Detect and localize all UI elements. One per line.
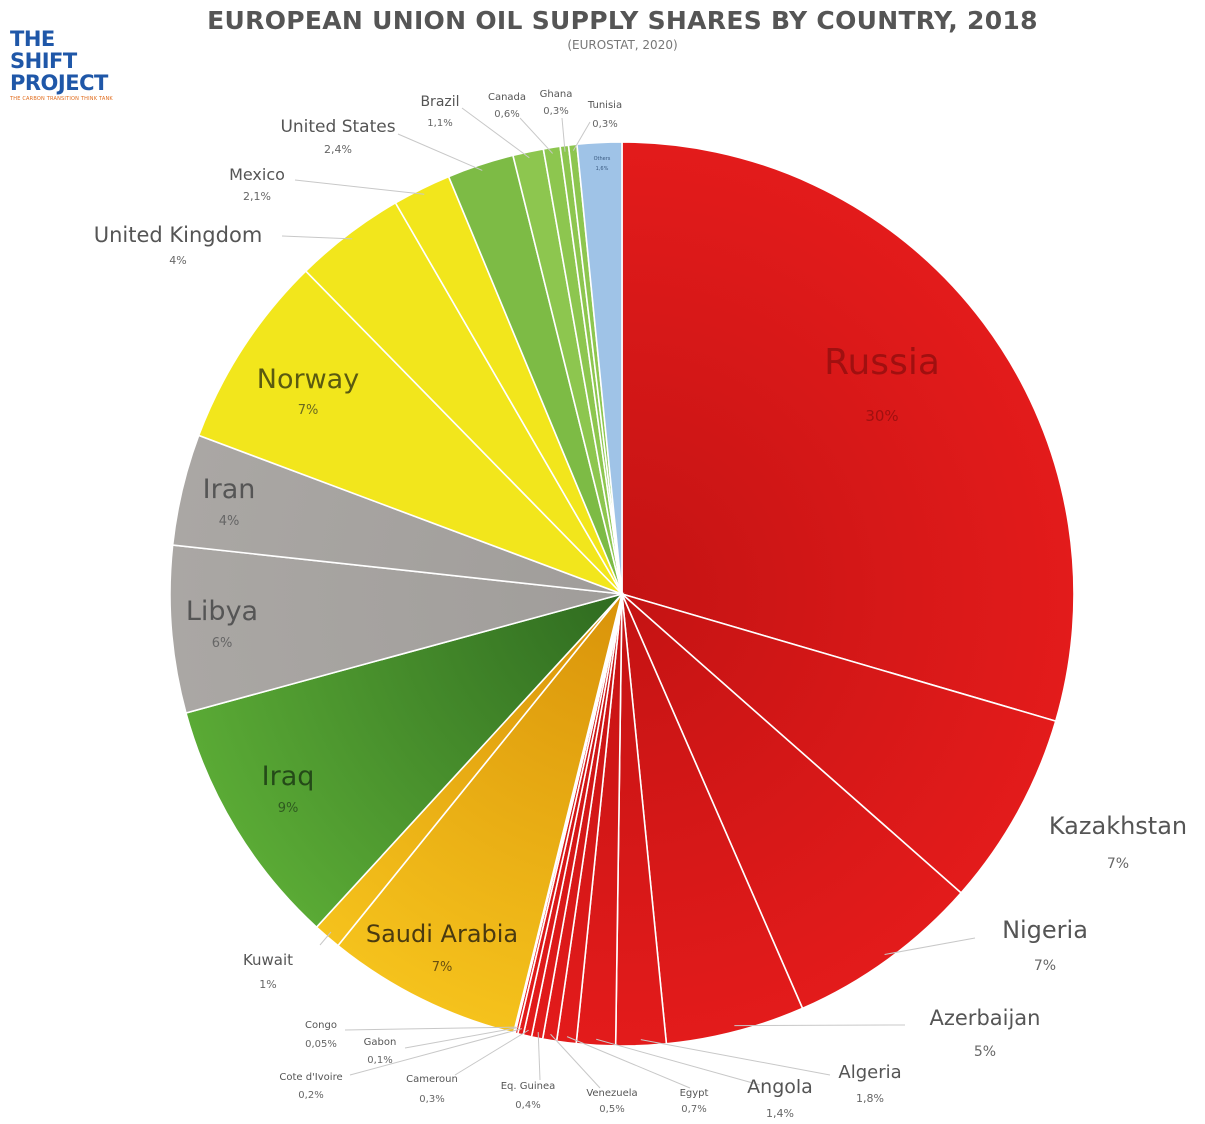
slice-label-united-states: United States (280, 117, 395, 137)
slice-value-cameroun: 0,3% (419, 1094, 444, 1105)
slice-value-eq-guinea: 0,4% (515, 1100, 540, 1111)
pie-slice-norway (197, 269, 623, 595)
slice-label-tunisia: Tunisia (587, 100, 622, 111)
logo-tagline: THE CARBON TRANSITION THINK TANK (10, 96, 113, 102)
slice-value-congo: 0,05% (305, 1039, 337, 1050)
slice-label-iran: Iran (203, 474, 256, 505)
slice-label-cameroun: Cameroun (406, 1074, 458, 1085)
leader-line-gabon (404, 1027, 518, 1049)
slice-value-azerbaijan: 5% (974, 1044, 996, 1060)
slice-value-kuwait: 1% (259, 978, 276, 991)
logo-line-1: THE SHIFT (10, 27, 77, 73)
slice-value-tunisia: 0,3% (592, 119, 617, 130)
leader-line-cote-d-ivoire (349, 1028, 522, 1076)
chart-title: EUROPEAN UNION OIL SUPPLY SHARES BY COUN… (207, 6, 1038, 35)
slice-value-nigeria: 7% (1034, 958, 1056, 974)
slice-value-united-kingdom: 4% (169, 254, 186, 267)
leader-line-algeria (640, 1039, 831, 1076)
slice-label-algeria: Algeria (838, 1062, 901, 1083)
leader-line-mexico (294, 179, 425, 195)
leader-line-angola (596, 1038, 761, 1086)
slice-label-venezuela: Venezuela (586, 1088, 637, 1099)
pie-slice-russia (621, 141, 1075, 723)
pie-slice-kazakhstan (621, 593, 1057, 895)
slice-label-libya: Libya (186, 596, 258, 627)
pie-slice-libya (169, 544, 623, 714)
slice-label-mexico: Mexico (229, 165, 285, 184)
leader-line-brazil (461, 107, 530, 159)
slice-value-saudi-arabia: 7% (432, 960, 453, 975)
slice-label-nigeria: Nigeria (1002, 916, 1088, 944)
pie-slice-iraq (184, 592, 625, 929)
leader-line-ghana (561, 117, 566, 152)
slice-label-cote-d-ivoire: Cote d'Ivoire (279, 1072, 342, 1083)
slice-value-others: 1,6% (596, 166, 609, 172)
slice-label-azerbaijan: Azerbaijan (930, 1006, 1041, 1030)
slice-value-norway: 7% (298, 403, 319, 418)
slice-value-brazil: 1,1% (427, 118, 452, 129)
slice-value-iraq: 9% (278, 801, 299, 816)
chart-subtitle: (EUROSTAT, 2020) (567, 38, 678, 52)
slice-value-ghana: 0,3% (543, 106, 568, 117)
leader-line-congo (344, 1026, 516, 1031)
slice-label-others: Others (594, 156, 611, 162)
leader-line-cameroun (454, 1029, 529, 1076)
leader-line-united-kingdom (281, 235, 353, 240)
leader-line-egypt (566, 1036, 691, 1089)
leader-line-eq-guinea (537, 1032, 541, 1081)
slice-label-kazakhstan: Kazakhstan (1049, 812, 1187, 840)
shift-project-logo: THE SHIFT PROJECT THE CARBON TRANSITION … (10, 28, 120, 102)
slice-value-angola: 1,4% (766, 1107, 794, 1120)
slice-label-norway: Norway (257, 364, 359, 395)
leader-line-azerbaijan (734, 1024, 906, 1027)
slice-label-egypt: Egypt (680, 1088, 709, 1099)
leader-line-nigeria (884, 937, 976, 955)
logo-line-2: PROJECT (10, 71, 108, 95)
slice-value-canada: 0,6% (494, 109, 519, 120)
slice-value-cote-d-ivoire: 0,2% (298, 1090, 323, 1101)
slice-label-united-kingdom: United Kingdom (94, 223, 263, 247)
leader-line-tunisia (572, 121, 591, 151)
leader-line-canada (519, 117, 553, 154)
slice-label-iraq: Iraq (262, 761, 315, 792)
slice-value-venezuela: 0,5% (599, 1104, 624, 1115)
slice-value-mexico: 2,1% (243, 190, 271, 203)
slice-label-angola: Angola (747, 1076, 813, 1098)
slice-label-ghana: Ghana (540, 89, 573, 100)
slice-label-congo: Congo (305, 1020, 337, 1031)
slice-label-eq-guinea: Eq. Guinea (501, 1081, 556, 1092)
slice-label-kuwait: Kuwait (243, 951, 293, 969)
slice-value-gabon: 0,1% (367, 1055, 392, 1066)
leader-line-kuwait (319, 931, 332, 946)
slice-label-saudi-arabia: Saudi Arabia (366, 920, 518, 948)
slice-value-united-states: 2,4% (324, 143, 352, 156)
leader-line-venezuela (550, 1033, 601, 1089)
slice-value-libya: 6% (212, 636, 233, 651)
slice-value-egypt: 0,7% (681, 1104, 706, 1115)
slice-value-kazakhstan: 7% (1107, 856, 1129, 872)
slice-value-iran: 4% (219, 514, 240, 529)
slice-value-russia: 30% (865, 407, 898, 425)
leader-line-united-states (397, 133, 483, 171)
slice-label-russia: Russia (824, 342, 940, 383)
slice-value-algeria: 1,8% (856, 1092, 884, 1105)
pie-slice-nigeria (621, 593, 963, 1010)
slice-label-gabon: Gabon (364, 1037, 397, 1048)
slice-label-canada: Canada (488, 92, 526, 103)
slice-label-brazil: Brazil (420, 94, 459, 110)
